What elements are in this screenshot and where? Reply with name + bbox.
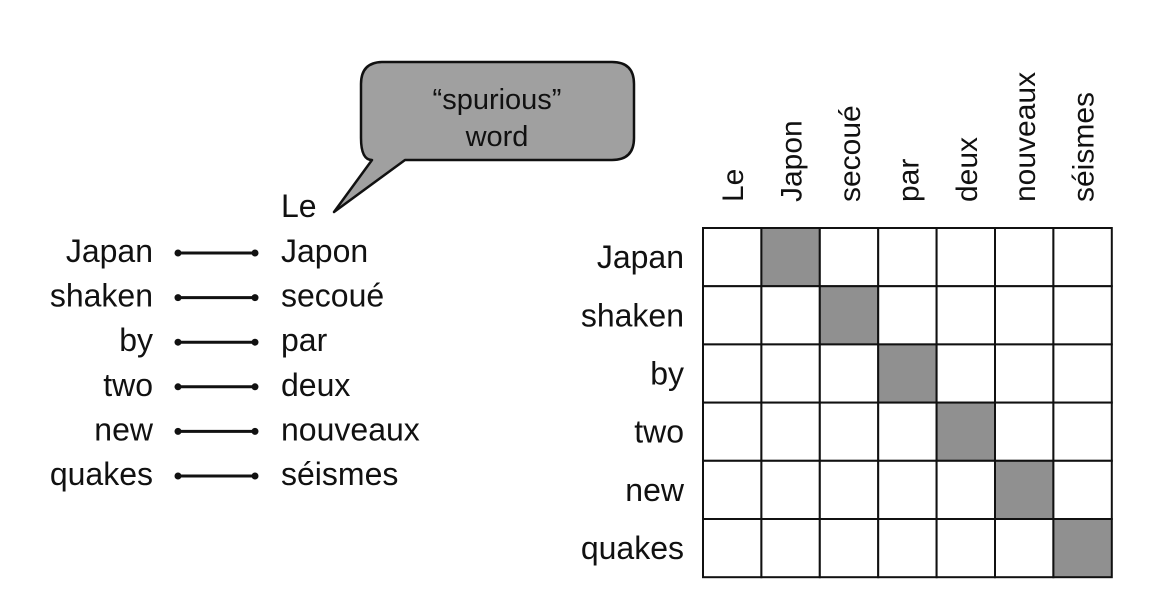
target-word: par <box>281 322 328 358</box>
matrix-cell <box>760 401 821 462</box>
callout-bubble <box>332 60 636 214</box>
matrix-cell <box>702 459 763 520</box>
spurious-word-callout: “spurious” word <box>332 60 636 214</box>
target-word: nouveaux <box>281 411 420 447</box>
matrix-cell <box>702 285 763 346</box>
matrix-cell <box>877 401 938 462</box>
row-label: Japan <box>597 239 684 275</box>
matrix-cell <box>818 401 880 462</box>
matrix-cell <box>760 459 821 520</box>
aligned-cell <box>818 285 880 346</box>
column-label: nouveaux <box>1009 72 1042 202</box>
alignment-pair: new nouveaux <box>94 411 419 447</box>
matrix-cell <box>818 459 880 520</box>
matrix-cell <box>818 518 880 579</box>
row-label: quakes <box>581 530 684 566</box>
matrix-cell <box>877 459 938 520</box>
alignment-pairs: Japan Japon shaken secoué by par two deux new nou… <box>50 233 420 492</box>
alignment-pair: shaken secoué <box>50 278 384 314</box>
link-endpoint <box>174 472 182 480</box>
matrix-cell <box>702 401 763 462</box>
target-word: secoué <box>281 278 384 314</box>
link-endpoint <box>174 383 182 391</box>
column-label: deux <box>951 137 984 202</box>
matrix-cell <box>877 518 938 579</box>
link-endpoint <box>251 294 259 302</box>
matrix-cell <box>935 518 996 579</box>
alignment-pair: Japan Japon <box>66 233 368 269</box>
alignment-pair: quakes séismes <box>50 456 399 492</box>
matrix-cell <box>877 285 938 346</box>
row-label: new <box>625 472 685 508</box>
aligned-cell <box>1052 518 1113 579</box>
matrix-cell <box>935 459 996 520</box>
link-endpoint <box>251 383 259 391</box>
column-label: séismes <box>1068 92 1101 202</box>
matrix-cell <box>994 401 1055 462</box>
alignment-pair: two deux <box>103 367 350 403</box>
column-label: par <box>892 159 925 202</box>
source-word: shaken <box>50 278 153 314</box>
target-word: séismes <box>281 456 398 492</box>
source-word: by <box>119 322 153 358</box>
matrix-cell <box>994 285 1055 346</box>
matrix-cell <box>1052 343 1113 404</box>
matrix-cell <box>702 343 763 404</box>
link-endpoint <box>174 338 182 346</box>
matrix-cell <box>994 343 1055 404</box>
matrix-cell <box>760 285 821 346</box>
link-endpoint <box>174 249 182 257</box>
alignment-pair: by par <box>119 322 327 358</box>
target-word: deux <box>281 367 350 403</box>
matrix-cell <box>935 227 996 288</box>
link-endpoint <box>174 427 182 435</box>
matrix-row-labels: Japan shaken by two new quakes <box>581 239 685 566</box>
link-endpoint <box>251 427 259 435</box>
target-word: Japon <box>281 233 368 269</box>
source-word: Japan <box>66 233 153 269</box>
column-label: secoué <box>834 105 867 202</box>
link-endpoint <box>174 294 182 302</box>
aligned-cell <box>935 401 996 462</box>
matrix-cell <box>994 518 1055 579</box>
matrix-cell <box>877 227 938 288</box>
word-alignment-list: Le Japan Japon shaken secoué by par two deux new… <box>50 188 420 492</box>
callout-line-2: word <box>465 121 529 153</box>
matrix-cell <box>1052 285 1113 346</box>
aligned-cell <box>760 227 821 288</box>
matrix-cell <box>760 518 821 579</box>
matrix-cell <box>1052 401 1113 462</box>
column-label: Le <box>717 169 750 202</box>
matrix-cell <box>818 227 880 288</box>
row-label: shaken <box>581 297 684 333</box>
column-label: Japon <box>776 120 809 202</box>
row-label: by <box>650 356 684 392</box>
matrix-cell <box>702 518 763 579</box>
spurious-target-word: Le <box>281 188 317 224</box>
source-word: new <box>94 411 154 447</box>
matrix-cell <box>994 227 1055 288</box>
row-label: two <box>634 414 684 450</box>
aligned-cell <box>877 343 938 404</box>
source-word: two <box>103 367 153 403</box>
callout-line-1: “spurious” <box>433 84 562 116</box>
matrix-cell <box>1052 227 1113 288</box>
link-endpoint <box>251 249 259 257</box>
matrix-cells <box>702 227 1113 579</box>
matrix-cell <box>1052 459 1113 520</box>
matrix-cell <box>702 227 763 288</box>
matrix-cell <box>818 343 880 404</box>
matrix-cell <box>935 285 996 346</box>
matrix-cell <box>760 343 821 404</box>
link-endpoint <box>251 338 259 346</box>
link-endpoint <box>251 472 259 480</box>
aligned-cell <box>994 459 1055 520</box>
matrix-cell <box>935 343 996 404</box>
source-word: quakes <box>50 456 153 492</box>
